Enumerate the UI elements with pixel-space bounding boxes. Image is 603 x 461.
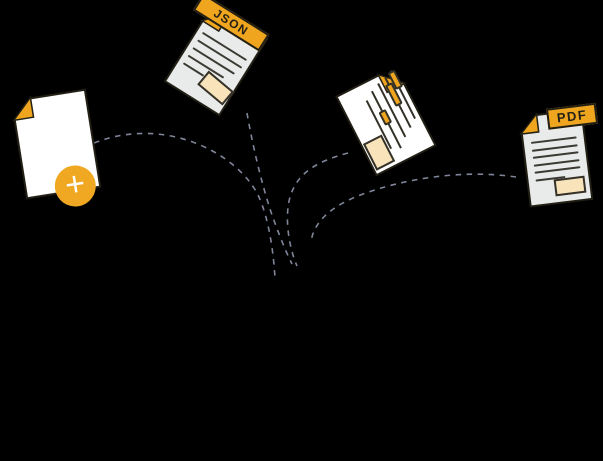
- text-line: [533, 158, 580, 167]
- text-line: [532, 151, 579, 159]
- folded-corner: [519, 112, 540, 136]
- text-line: [534, 166, 581, 174]
- connector-pdf-doc: [310, 173, 517, 243]
- chart-document: [335, 65, 437, 177]
- folded-corner: [12, 95, 35, 122]
- json-document: JSON: [163, 0, 270, 117]
- connector-json-doc: [246, 112, 293, 265]
- pdf-badge: PDF: [545, 102, 599, 130]
- connector-blank-doc: [93, 132, 276, 279]
- connector-chart-doc: [286, 152, 349, 267]
- text-line: [531, 143, 578, 152]
- pdf-document: PDF: [519, 102, 599, 208]
- text-line: [530, 136, 577, 144]
- candle-body: [378, 108, 393, 126]
- blank-document: +: [11, 88, 102, 210]
- plus-icon: +: [62, 163, 88, 205]
